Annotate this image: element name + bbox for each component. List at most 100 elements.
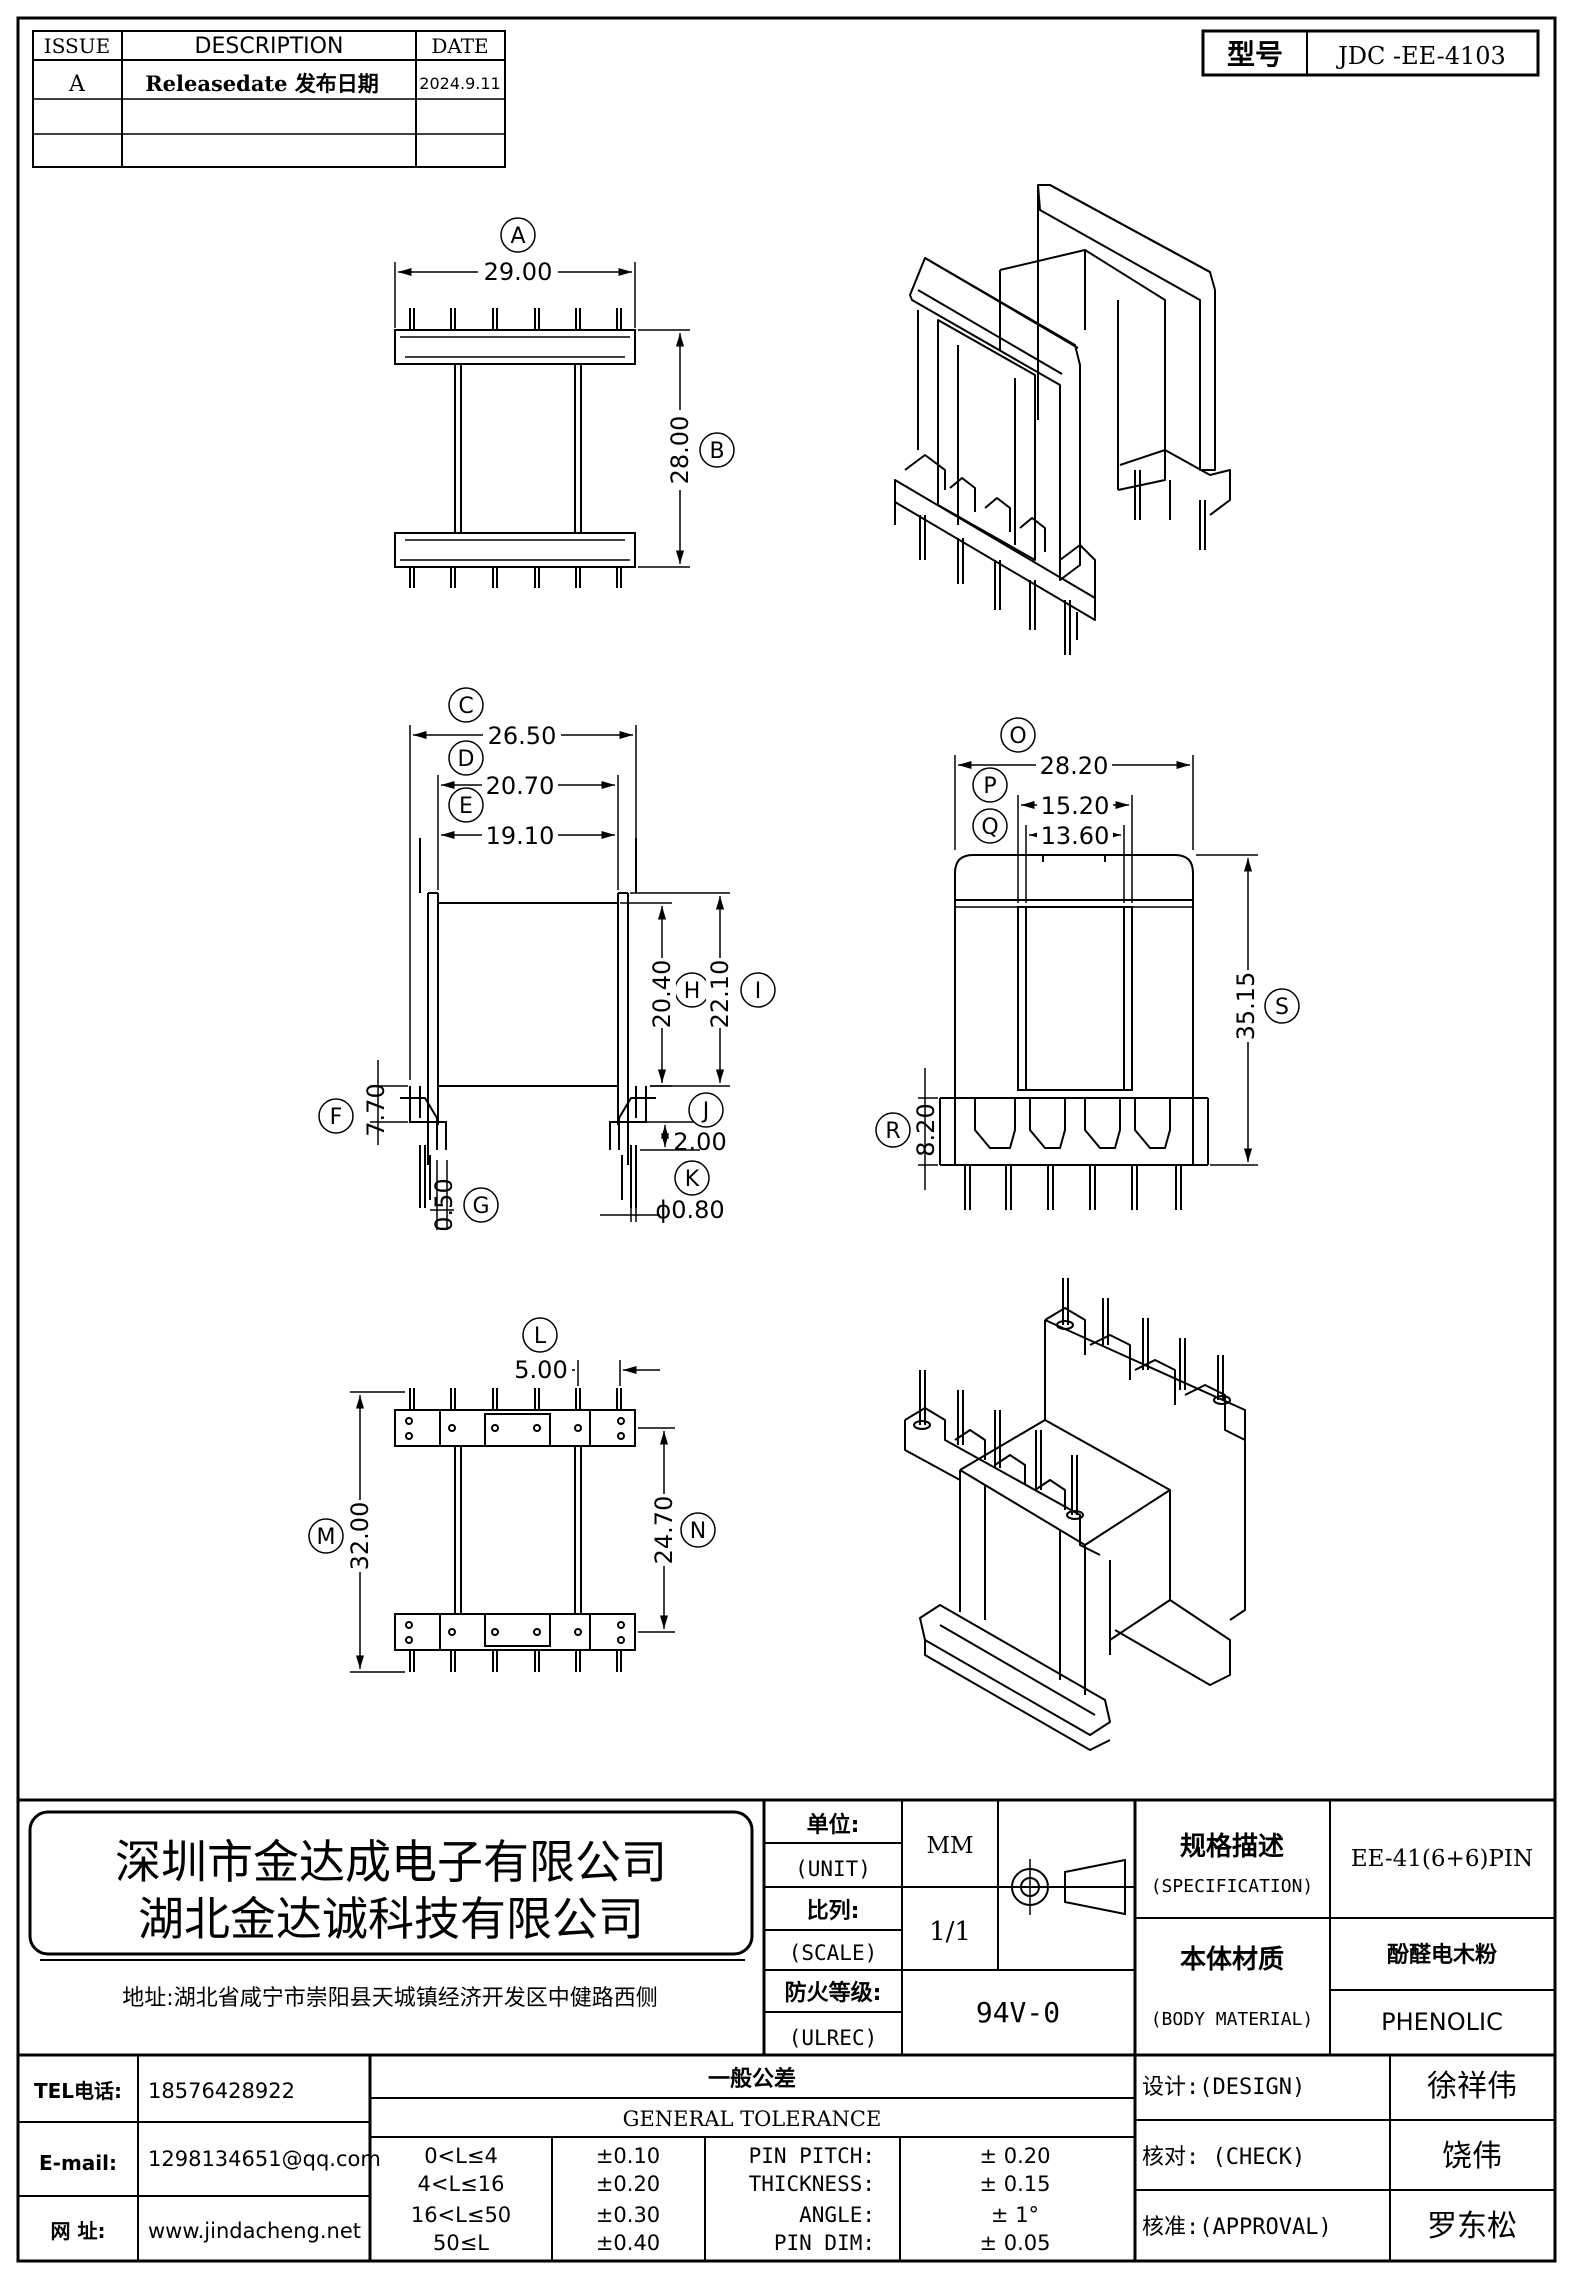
dim-a-text: 29.00 <box>484 258 553 286</box>
title-block <box>18 1798 1555 2261</box>
company-name-2: 湖北金达诚科技有限公司 <box>138 1892 644 1946</box>
extra-tolerance-rows: PIN PITCH: ± 0.20 THICKNESS: ± 0.15 ANGL… <box>749 2144 1051 2255</box>
checker-name: 饶伟 <box>1442 2139 1502 2174</box>
callout-e <box>448 787 484 823</box>
scale-label-cn: 比列: <box>807 1899 860 1924</box>
extra-tolerance-label: ANGLE: <box>799 2203 875 2227</box>
material-label-cn: 本体材质 <box>1180 1945 1284 1975</box>
tolerance-rows: 0<L≤4 ±0.10 4<L≤16 ±0.20 16<L≤50 ±0.30 5… <box>411 2144 660 2255</box>
approval-label: 核准:(APPROVAL) <box>1142 2215 1332 2240</box>
spec-label-cn: 规格描述 <box>1180 1831 1284 1862</box>
dim-b-text: 28.00 <box>666 416 694 485</box>
callout-a <box>500 217 536 253</box>
callout-s-letter: S <box>1275 995 1289 1020</box>
callout-o <box>1000 717 1036 753</box>
tolerance-range: 16<L≤50 <box>411 2203 511 2227</box>
front-view <box>370 725 730 1230</box>
callout-k <box>674 1160 710 1196</box>
email-value: 1298134651@qq.com <box>148 2147 381 2171</box>
callout-p <box>972 767 1008 803</box>
tolerance-title-cn: 一般公差 <box>708 2066 796 2092</box>
spec-label-en: (SPECIFICATION) <box>1151 1876 1314 1897</box>
tolerance-range: 4<L≤16 <box>418 2172 505 2196</box>
scale-label-en: (SCALE) <box>789 1941 878 1965</box>
tolerance-range: 0<L≤4 <box>424 2144 498 2168</box>
callout-o-letter: O <box>1009 724 1026 749</box>
ulrec-label-cn: 防火等级: <box>785 1980 882 2006</box>
callout-p-letter: P <box>983 774 996 799</box>
dim-r-text: 8.20 <box>912 1103 940 1156</box>
callout-g <box>463 1187 499 1223</box>
callout-f <box>318 1098 354 1134</box>
isometric-view-upper <box>894 184 1231 655</box>
callout-b-letter: B <box>709 439 724 464</box>
unit-value: MM <box>926 1833 973 1859</box>
dim-f-text: 7.70 <box>362 1083 390 1136</box>
spec-value: EE-41(6+6)PIN <box>1351 1846 1533 1872</box>
isometric-view-lower <box>904 1278 1246 1751</box>
email-label: E-mail: <box>39 2151 117 2175</box>
callout-g-letter: G <box>472 1194 489 1219</box>
extra-tolerance-label: THICKNESS: <box>749 2172 875 2196</box>
designer-name: 徐祥伟 <box>1427 2069 1517 2104</box>
top-view-labels: A 29.00 B 28.00 <box>478 217 735 490</box>
callout-r <box>875 1112 911 1148</box>
issue-value: A <box>68 72 86 97</box>
design-label: 设计:(DESIGN) <box>1142 2075 1305 2100</box>
scale-value: 1/1 <box>929 1917 971 1947</box>
dim-p-text: 15.20 <box>1041 792 1110 820</box>
material-value-en: PHENOLIC <box>1381 2008 1503 2036</box>
callout-i <box>740 972 776 1008</box>
tolerance-title-en: GENERAL TOLERANCE <box>623 2107 882 2131</box>
website-label: 网 址: <box>51 2219 106 2243</box>
tolerance-range: 50≤L <box>433 2231 489 2255</box>
dim-g-text: 0.50 <box>430 1178 458 1231</box>
dim-e-text: 19.10 <box>486 822 555 850</box>
revision-table: ISSUE DESCRIPTION DATE A Releasedate 发布日… <box>32 30 506 168</box>
callout-n-letter: N <box>690 1519 706 1544</box>
dim-i-text: 22.10 <box>706 960 734 1029</box>
callout-r-letter: R <box>885 1119 900 1144</box>
callout-q-letter: Q <box>981 815 998 840</box>
tel-value: 18576428922 <box>148 2079 295 2103</box>
dim-o-text: 28.20 <box>1040 752 1109 780</box>
extra-tolerance-label: PIN DIM: <box>774 2231 875 2255</box>
front-view-labels: C 26.50 D 20.70 E 19.10 H 20.40 I 22.10 … <box>318 687 776 1232</box>
callout-a-letter: A <box>510 224 525 249</box>
unit-label-en: (UNIT) <box>795 1857 871 1881</box>
model-value: JDC -EE-4103 <box>1335 42 1506 70</box>
callout-k-letter: K <box>685 1167 700 1192</box>
callout-s <box>1264 988 1300 1024</box>
dim-k-text: ϕ0.80 <box>655 1196 724 1224</box>
dim-h-text: 20.40 <box>648 960 676 1029</box>
dim-m-text: 32.00 <box>346 1502 374 1571</box>
material-label-en: (BODY MATERIAL) <box>1151 2009 1314 2030</box>
callout-m <box>308 1518 344 1554</box>
website-value: www.jindacheng.net <box>148 2219 361 2243</box>
tolerance-value: ±0.20 <box>596 2172 660 2196</box>
callout-m-letter: M <box>317 1525 336 1550</box>
dim-s-text: 35.15 <box>1232 972 1260 1041</box>
description-header: DESCRIPTION <box>195 34 344 59</box>
dim-n-text: 24.70 <box>650 1496 678 1565</box>
company-name-1: 深圳市金达成电子有限公司 <box>115 1835 667 1889</box>
date-header: DATE <box>431 34 488 58</box>
dim-q-text: 13.60 <box>1041 822 1110 850</box>
tolerance-value: ±0.10 <box>596 2144 660 2168</box>
callout-h-letter: H <box>684 979 701 1004</box>
callout-d <box>448 740 484 776</box>
callout-j <box>688 1092 724 1128</box>
extra-tolerance-value: ± 0.05 <box>979 2231 1050 2255</box>
model-label: 型号 <box>1227 38 1283 71</box>
dim-j-text: 2.00 <box>673 1128 726 1156</box>
callout-e-letter: E <box>459 794 473 819</box>
callout-f-letter: F <box>330 1105 343 1130</box>
callout-b <box>699 432 735 468</box>
side-view <box>918 755 1258 1210</box>
date-value: 2024.9.11 <box>419 74 500 93</box>
company-address: 地址:湖北省咸宁市崇阳县天城镇经济开发区中健路西侧 <box>122 1986 657 2011</box>
tolerance-value: ±0.30 <box>596 2203 660 2227</box>
ulrec-value: 94V-0 <box>976 1996 1060 2029</box>
issue-header: ISSUE <box>44 34 110 58</box>
